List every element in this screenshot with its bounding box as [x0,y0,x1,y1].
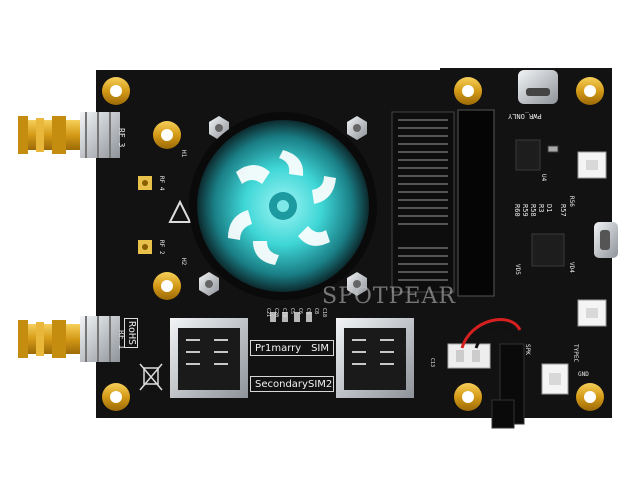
label-rf3: RF 3 [117,128,126,148]
label-c6: C6 [297,308,303,315]
label-r60: R60 [513,204,521,217]
mounting-holes [102,77,604,411]
cooling-fan [189,112,377,300]
sim-label-primary: Pr1marry SIM [250,340,334,356]
label-r56: R56 [568,196,575,207]
label-r59: R59 [521,204,529,217]
audio-jack [491,343,525,429]
sma-connector-rf1 [18,316,120,362]
sim-slot-primary [170,318,248,398]
label-c9: C9 [305,308,311,315]
weee-bin-icon [139,363,163,391]
fan-cable [460,318,522,349]
m2-connector [391,109,495,297]
label-r57: R57 [559,204,567,217]
label-vd4: VD4 [568,262,575,273]
sim-label-secondary: Secondary SIM2 [250,376,334,392]
sim-label-secondary-tag: SIM2 [307,378,333,390]
label-c20: C20 [273,308,279,318]
label-u4: U4 [540,174,547,182]
label-vd5: VD5 [514,264,521,275]
watermark: SPOTPEAR [322,284,456,309]
usb-c-port-side [594,222,618,258]
label-pwr-only: PWR_ONLY [508,112,542,120]
sma-connector-rf3 [18,112,120,158]
label-gnd: GND [578,371,589,378]
sim-label-secondary-text: Secondary [255,378,308,390]
label-c8: C8 [313,308,319,315]
label-rf2: RF 2 [158,240,165,255]
label-rf4: RF 4 [158,176,165,191]
usb-c-port-top [518,70,558,104]
sim-slot-secondary [336,318,414,398]
label-c21: C21 [265,308,271,318]
tactile-buttons [541,151,607,395]
label-r58: R58 [529,204,537,217]
label-h1: H1 [180,150,187,158]
label-rohs: RoHS [124,318,138,349]
sim-label-primary-tag: SIM [311,342,329,354]
label-d1: D1 [545,204,553,213]
ic-chips [515,139,565,267]
label-spk: SPK [524,344,531,355]
rf2-pad [138,240,152,254]
fan-connector [447,343,491,369]
capacitors [270,312,312,322]
sim-label-primary-text: Pr1marry [255,342,302,354]
label-c13: C13 [429,358,435,368]
esd-warning-icon [168,199,192,223]
label-h2: H2 [180,258,187,266]
label-c5: C5 [289,308,295,315]
label-c18: C18 [321,308,327,318]
label-c19: C19 [281,308,287,318]
label-r3: R3 [537,204,545,213]
rf4-pad [138,176,152,190]
label-typec: TYPEC [572,344,579,363]
